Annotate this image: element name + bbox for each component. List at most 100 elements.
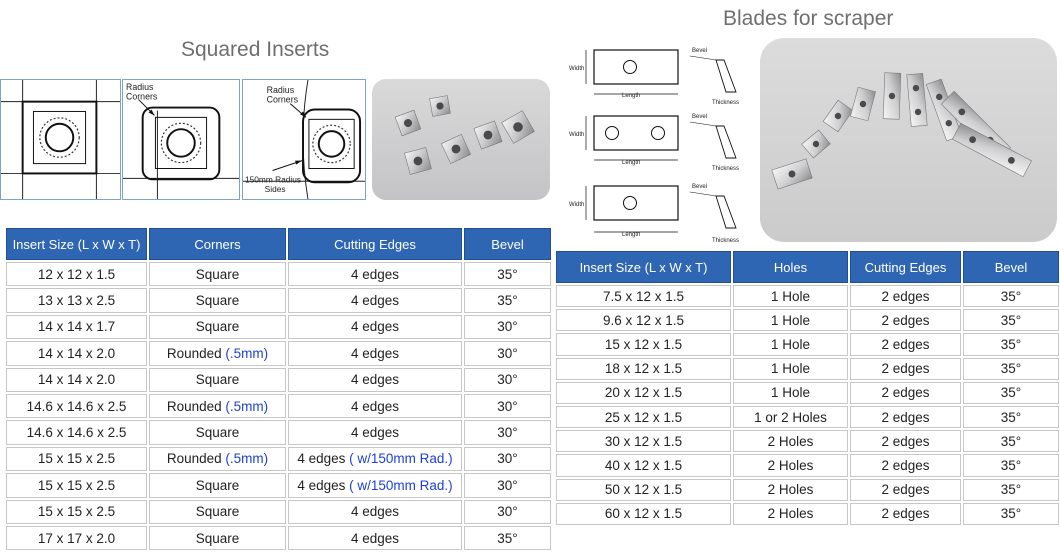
thickness-label: Thickness: [712, 238, 739, 244]
size-cell: 14.6 x 14.6 x 2.5: [6, 393, 147, 419]
bevel-value: 35°: [1000, 312, 1022, 328]
size-value: 50 x 12 x 1.5: [604, 482, 683, 498]
edges-value: 2 edges: [881, 336, 930, 352]
squared-inserts-photo: [372, 79, 550, 200]
cutting-edges-cell: 4 edges: [288, 499, 462, 524]
cutting-edges-cell: 4 edges ( w/150mm Rad.): [288, 473, 462, 498]
holes-cell: 2 Holes: [733, 478, 848, 501]
bevel-value: 35°: [497, 266, 518, 282]
col-header-size: Insert Size (L x W x T): [556, 251, 731, 283]
radius-sides-label-1: 150mm Radius: [245, 174, 301, 184]
size-value: 14.6 x 14.6 x 2.5: [26, 425, 127, 441]
cutting-edges-cell: 2 edges: [850, 309, 961, 332]
edges-value: 4 edges: [297, 477, 346, 493]
bevel-value: 35°: [1000, 288, 1022, 304]
holes-value: 2 Holes: [767, 506, 814, 522]
cutting-edges-cell: 4 edges: [288, 367, 462, 392]
cutting-edges-cell: 4 edges ( w/150mm Rad.): [288, 446, 462, 472]
bevel-cell: 35°: [963, 381, 1059, 404]
cutting-edges-cell: 2 edges: [850, 381, 961, 404]
corners-note: (.5mm): [225, 345, 269, 361]
cutting-edges-cell: 4 edges: [288, 288, 462, 313]
corners-cell: Rounded (.5mm): [149, 393, 286, 419]
blades-heading: Blades for scraper: [723, 7, 894, 30]
size-cell: 15 x 12 x 1.5: [556, 333, 731, 356]
size-cell: 9.6 x 12 x 1.5: [556, 309, 731, 332]
holes-cell: 2 Holes: [733, 502, 848, 525]
cutting-edges-cell: 2 edges: [850, 502, 961, 525]
cutting-edges-cell: 4 edges: [288, 393, 462, 419]
edges-value: 2 edges: [881, 457, 930, 473]
holes-cell: 2 Holes: [733, 430, 848, 453]
size-cell: 17 x 17 x 2.0: [6, 525, 147, 551]
size-value: 17 x 17 x 2.0: [37, 530, 116, 546]
bevel-cell: 30°: [464, 473, 551, 498]
holes-value: 2 Holes: [767, 433, 814, 449]
bevel-cell: 30°: [464, 420, 551, 445]
cutting-edges-cell: 4 edges: [288, 420, 462, 445]
bevel-value: 30°: [497, 319, 518, 335]
corners-value: Square: [195, 530, 240, 546]
corners-value: Rounded: [166, 451, 222, 467]
size-cell: 30 x 12 x 1.5: [556, 430, 731, 453]
edges-value: 4 edges: [350, 530, 400, 546]
bevel-value: 35°: [497, 293, 518, 309]
bevel-cell: 35°: [464, 525, 551, 551]
corners-cell: Square: [149, 288, 286, 313]
holes-cell: 1 Hole: [733, 285, 848, 308]
corners-cell: Rounded (.5mm): [149, 341, 286, 366]
cutting-edges-cell: 4 edges: [288, 262, 462, 287]
thickness-label: Thickness: [712, 166, 739, 172]
bevel-cell: 30°: [464, 367, 551, 392]
holes-cell: 1 Hole: [733, 333, 848, 356]
size-value: 14 x 14 x 2.0: [37, 372, 116, 388]
table-row: 17 x 17 x 2.0 Square 4 edges 35°: [6, 525, 551, 551]
cutting-edges-cell: 2 edges: [850, 333, 961, 356]
bevel-value: 35°: [497, 530, 518, 546]
size-cell: 50 x 12 x 1.5: [556, 478, 731, 501]
edges-value: 2 edges: [881, 506, 930, 522]
edges-value: 4 edges: [350, 398, 400, 414]
col-header-holes: Holes: [733, 251, 848, 283]
blade-diagram-one-hole: Width Length Bevel Thickness: [569, 48, 739, 106]
size-value: 15 x 15 x 2.5: [37, 504, 116, 520]
size-value: 14 x 14 x 2.0: [37, 345, 116, 361]
edges-value: 2 edges: [881, 385, 930, 401]
blade-diagram-wide: Width Length Bevel Thickness: [569, 184, 739, 244]
size-value: 30 x 12 x 1.5: [604, 433, 683, 449]
bevel-value: 30°: [497, 345, 518, 361]
col-header-bevel: Bevel: [963, 251, 1059, 283]
corners-cell: Rounded (.5mm): [149, 446, 286, 472]
size-cell: 12 x 12 x 1.5: [6, 262, 147, 287]
bevel-cell: 35°: [963, 357, 1059, 380]
radius-corners-label-b1: Radius: [267, 85, 295, 95]
col-header-corners: Corners: [149, 228, 286, 260]
blade-dimension-diagrams: Width Length Bevel Thickness Width Lengt…: [566, 40, 758, 246]
bevel-cell: 35°: [963, 430, 1059, 453]
size-value: 40 x 12 x 1.5: [604, 457, 683, 473]
edges-value: 2 edges: [881, 409, 930, 425]
corners-value: Square: [195, 372, 240, 388]
corners-note: (.5mm): [225, 451, 269, 467]
bevel-cell: 35°: [464, 288, 551, 313]
cutting-edges-cell: 2 edges: [850, 430, 961, 453]
thickness-label: Thickness: [712, 100, 739, 106]
radius-corners-label-a1: Radius: [126, 82, 154, 92]
cutting-edges-cell: 2 edges: [850, 285, 961, 308]
size-cell: 60 x 12 x 1.5: [556, 502, 731, 525]
bevel-value: 30°: [497, 372, 518, 388]
holes-cell: 1 Hole: [733, 309, 848, 332]
size-cell: 15 x 15 x 2.5: [6, 473, 147, 498]
corners-value: Rounded: [166, 345, 222, 361]
bevel-value: 30°: [497, 398, 518, 414]
table-header-row: Insert Size (L x W x T) Holes Cutting Ed…: [556, 251, 1059, 283]
bevel-value: 35°: [1000, 336, 1022, 352]
edges-note: ( w/150mm Rad.): [349, 451, 453, 467]
